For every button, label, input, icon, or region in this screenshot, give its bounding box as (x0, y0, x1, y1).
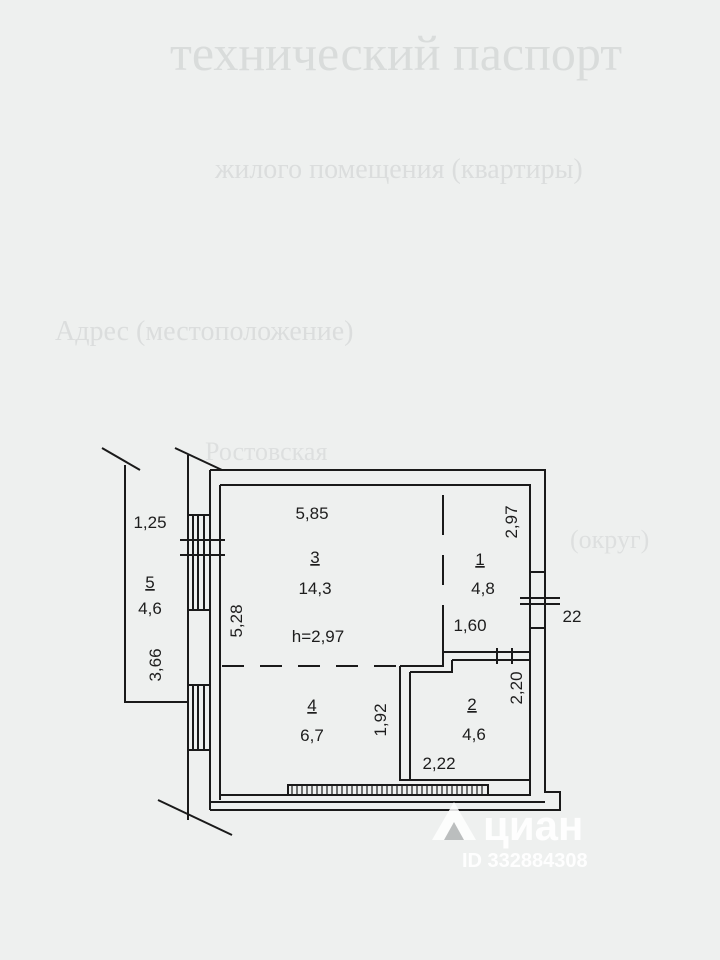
dim-5-85: 5,85 (295, 504, 328, 523)
faded-header-line-1: технический паспорт (170, 25, 622, 81)
room-4-area: 6,7 (300, 726, 324, 745)
window-left-lower (187, 684, 211, 751)
faded-header-line-4: Ростовская (205, 437, 327, 466)
balcony-outline (124, 465, 188, 703)
faded-header: технический паспорт жилого помещения (кв… (55, 25, 649, 554)
room-3-number: 3 (310, 548, 319, 567)
room-2-number: 2 (467, 695, 476, 714)
room-5-number: 5 (145, 573, 154, 592)
faded-header-line-5: (округ) (570, 525, 649, 554)
balcony-top-diagonal-2 (174, 447, 223, 471)
dim-2-22: 2,22 (422, 754, 455, 773)
outer-wall-outline (210, 469, 561, 811)
bottom-window-grid (291, 785, 483, 795)
cian-listing-id: ID 332884308 (462, 850, 588, 872)
balcony-bottom-diagonal (157, 799, 233, 836)
room-3-area: 14,3 (298, 579, 331, 598)
bathroom-wall-outer (399, 666, 410, 781)
dim-1-92: 1,92 (371, 703, 390, 736)
dim-1-60: 1,60 (453, 616, 486, 635)
inner-wall-top (220, 484, 531, 796)
room-4-number: 4 (307, 696, 316, 715)
balcony-top-diagonal (101, 447, 141, 471)
dim-2-20: 2,20 (507, 671, 526, 704)
dim-22: 22 (563, 607, 582, 626)
dim-3-66: 3,66 (146, 648, 165, 681)
dimension-labels: 5,85 1,25 1,60 2,22 22 2,97 5,28 3,66 2,… (133, 504, 581, 773)
room-labels: 3 14,3 h=2,97 1 4,8 2 4,6 4 6,7 5 4,6 (138, 548, 495, 745)
window-left-upper (180, 514, 225, 611)
dim-5-28: 5,28 (227, 604, 246, 637)
bathroom-top (400, 651, 530, 673)
cian-watermark: циан ID 332884308 (432, 802, 588, 872)
cian-brand-text: циан (483, 802, 583, 849)
room-1-number: 1 (475, 550, 484, 569)
faded-header-line-2: жилого помещения (квартиры) (214, 154, 583, 185)
room-1-area: 4,8 (471, 579, 495, 598)
dim-2-97: 2,97 (502, 505, 521, 538)
bottom-window (287, 784, 489, 796)
room-5-area: 4,6 (138, 599, 162, 618)
plan-lines (101, 447, 561, 836)
dim-1-25: 1,25 (133, 513, 166, 532)
ceiling-height: h=2,97 (292, 627, 344, 646)
room-2-area: 4,6 (462, 725, 486, 744)
cian-logo-icon (432, 802, 476, 840)
faded-header-line-3: Адрес (местоположение) (55, 316, 354, 347)
